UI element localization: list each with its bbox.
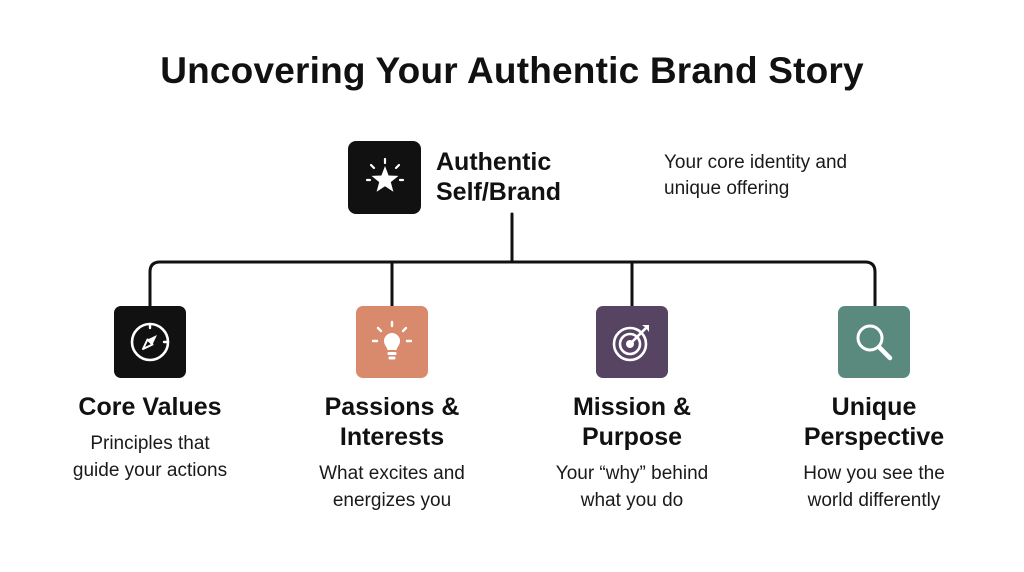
mission-label-line-1: Mission & bbox=[572, 393, 692, 421]
core-values-description: Principles that guide your actions bbox=[35, 430, 265, 484]
passions-label: Passions & Interests bbox=[277, 392, 507, 452]
target-icon bbox=[612, 325, 649, 362]
perspective-label-line-1: Unique bbox=[831, 393, 917, 421]
root-desc-line-2: unique offering bbox=[664, 178, 790, 199]
root-label-line-1: Authentic bbox=[436, 148, 552, 176]
mission-label: Mission & Purpose bbox=[517, 392, 747, 452]
magnifier-icon bbox=[856, 324, 893, 361]
passions-desc-line-2: energizes you bbox=[332, 490, 452, 511]
passions-icon-tile bbox=[356, 306, 428, 378]
perspective-label-line-2: Perspective bbox=[803, 423, 945, 451]
perspective-icon-tile bbox=[838, 306, 910, 378]
node-mission-purpose: Mission & Purpose Your “why” behind what… bbox=[512, 306, 752, 514]
mission-icon-tile bbox=[596, 306, 668, 378]
core-values-desc-line-1: Principles that bbox=[90, 433, 210, 454]
root-desc-line-1: Your core identity and bbox=[664, 152, 848, 173]
root-icon-tile bbox=[348, 141, 421, 214]
core-values-icon-tile bbox=[114, 306, 186, 378]
perspective-desc-line-1: How you see the bbox=[803, 463, 945, 484]
perspective-desc-line-2: world differently bbox=[807, 490, 941, 511]
mission-label-line-2: Purpose bbox=[581, 423, 683, 451]
node-core-values: Core Values Principles that guide your a… bbox=[30, 306, 270, 484]
perspective-description: How you see the world differently bbox=[759, 460, 989, 514]
root-label-line-2: Self/Brand bbox=[436, 178, 562, 206]
passions-label-line-2: Interests bbox=[339, 423, 445, 451]
root-description: Your core identity and unique offering bbox=[664, 150, 924, 202]
page-title: Uncovering Your Authentic Brand Story bbox=[160, 50, 864, 91]
root-label: Authentic Self/Brand bbox=[436, 147, 636, 207]
node-passions-interests: Passions & Interests What excites and en… bbox=[272, 306, 512, 514]
passions-desc-line-1: What excites and bbox=[319, 463, 465, 484]
compass-icon bbox=[130, 322, 170, 362]
branch-line bbox=[148, 260, 877, 308]
star-icon bbox=[365, 157, 404, 192]
mission-desc-line-1: Your “why” behind bbox=[555, 463, 709, 484]
perspective-label: Unique Perspective bbox=[759, 392, 989, 452]
node-unique-perspective: Unique Perspective How you see the world… bbox=[754, 306, 994, 514]
lightbulb-icon bbox=[371, 320, 413, 360]
core-values-label-line-1: Core Values bbox=[78, 393, 222, 421]
passions-description: What excites and energizes you bbox=[277, 460, 507, 514]
core-values-label: Core Values bbox=[35, 392, 265, 422]
passions-label-line-1: Passions & bbox=[324, 393, 460, 421]
mission-description: Your “why” behind what you do bbox=[517, 460, 747, 514]
mission-desc-line-2: what you do bbox=[580, 490, 684, 511]
core-values-desc-line-2: guide your actions bbox=[72, 460, 228, 481]
